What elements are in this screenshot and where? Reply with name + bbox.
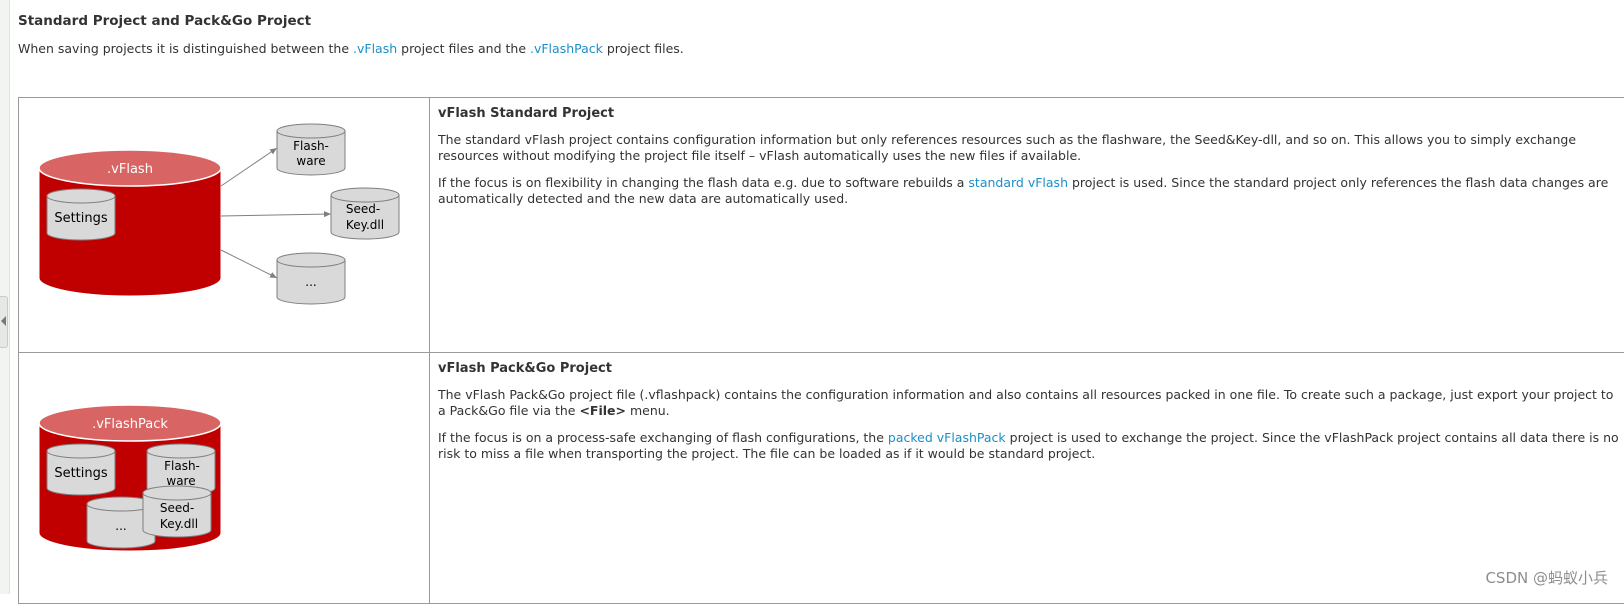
pack-more-label: ...	[115, 519, 126, 533]
collapse-sidebar-handle[interactable]	[0, 296, 8, 348]
pack-settings-label: Settings	[54, 466, 108, 481]
chevron-left-icon	[1, 316, 6, 326]
standard-para1: The standard vFlash project contains con…	[438, 132, 1619, 164]
packgo-para2: If the focus is on a process-safe exchan…	[438, 430, 1619, 462]
packgo-diagram-cell: .vFlashPack Settings Flash- ware	[19, 353, 430, 604]
intro-text-2: project files and the	[397, 41, 530, 56]
standard-diagram-cell: .vFlash Settings	[19, 98, 430, 353]
standard-heading: vFlash Standard Project	[438, 106, 1619, 122]
packgo-para1: The vFlash Pack&Go project file (.vflash…	[438, 387, 1619, 419]
left-sidebar-rail	[0, 0, 10, 594]
standard-para2: If the focus is on flexibility in changi…	[438, 175, 1619, 207]
table-row-packgo: .vFlashPack Settings Flash- ware	[19, 353, 1624, 604]
pack-seedkey-label-line2: Key.dll	[160, 517, 198, 531]
more-cylinder: ...	[277, 253, 345, 304]
vflash-link[interactable]: .vFlash	[353, 41, 397, 56]
vflash-label: .vFlash	[107, 162, 153, 177]
seedkey-label-line2: Key.dll	[346, 218, 384, 232]
page-title: Standard Project and Pack&Go Project	[18, 13, 311, 29]
file-menu-reference: <File>	[579, 403, 626, 418]
watermark: CSDN @蚂蚁小兵	[1485, 567, 1608, 588]
pack-flashware-label-line1: Flash-	[164, 459, 200, 473]
pack-settings-cylinder: Settings	[47, 444, 115, 495]
packgo-heading: vFlash Pack&Go Project	[438, 361, 1619, 377]
intro-paragraph: When saving projects it is distinguished…	[18, 41, 684, 56]
vflashpack-link[interactable]: .vFlashPack	[530, 41, 603, 56]
standard-vflash-link[interactable]: standard vFlash	[968, 175, 1068, 190]
packgo-project-diagram: .vFlashPack Settings Flash- ware	[19, 353, 429, 603]
arrow-to-more	[221, 250, 277, 278]
flashware-label-line1: Flash-	[293, 139, 329, 153]
settings-label: Settings	[54, 211, 108, 226]
seedkey-label-line1: Seed-	[346, 202, 380, 216]
packgo-para1-text2: menu.	[626, 403, 670, 418]
more-label: ...	[305, 275, 316, 289]
seedkey-cylinder: Seed- Key.dll	[331, 188, 399, 239]
pack-seedkey-cylinder: Seed- Key.dll	[143, 486, 211, 537]
table-row-standard: .vFlash Settings	[19, 98, 1624, 353]
intro-text-1: When saving projects it is distinguished…	[18, 41, 353, 56]
standard-description-cell: vFlash Standard Project The standard vFl…	[430, 98, 1624, 353]
packed-vflashpack-link[interactable]: packed vFlashPack	[888, 430, 1006, 445]
arrow-to-seedkey	[221, 214, 331, 216]
flashware-cylinder: Flash- ware	[277, 124, 345, 175]
arrow-to-flashware	[221, 148, 277, 186]
settings-cylinder: Settings	[47, 189, 115, 240]
flashware-label-line2: ware	[296, 154, 325, 168]
packgo-description-cell: vFlash Pack&Go Project The vFlash Pack&G…	[430, 353, 1624, 604]
intro-text-3: project files.	[603, 41, 684, 56]
standard-para2-text1: If the focus is on flexibility in changi…	[438, 175, 968, 190]
standard-project-diagram: .vFlash Settings	[19, 98, 429, 352]
project-types-table: .vFlash Settings	[18, 97, 1624, 604]
packgo-para2-text1: If the focus is on a process-safe exchan…	[438, 430, 888, 445]
vflashpack-label: .vFlashPack	[92, 417, 168, 432]
pack-seedkey-label-line1: Seed-	[160, 501, 194, 515]
